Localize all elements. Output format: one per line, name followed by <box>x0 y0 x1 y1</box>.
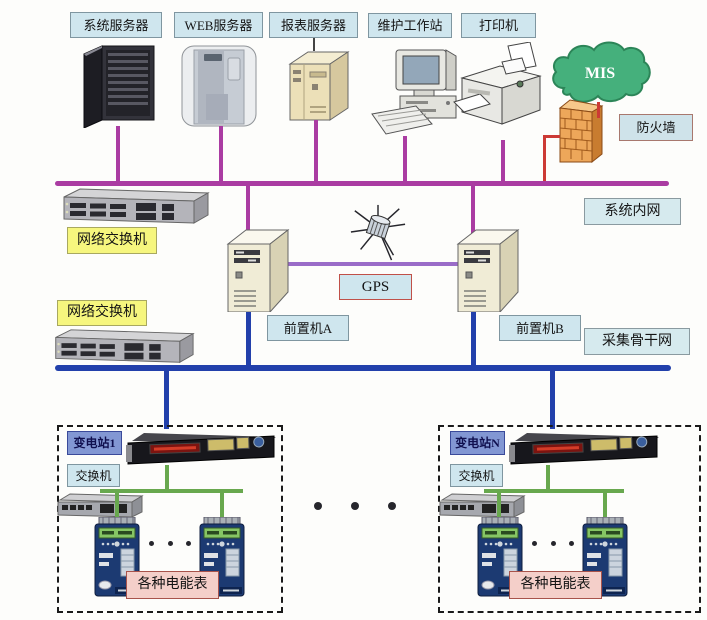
link-system-server <box>116 126 120 183</box>
small-switch-icon <box>438 492 526 519</box>
link-firewall-bus <box>543 135 546 183</box>
cloud-icon: MIS <box>546 36 654 106</box>
label-maintenance-workstation: 维护工作站 <box>368 13 452 38</box>
ellipsis-dot <box>186 540 191 546</box>
report-server-icon <box>282 50 350 122</box>
network-switch-label-bottom: 网络交换机 <box>57 300 147 326</box>
firewall-icon <box>556 96 606 168</box>
firewall-label: 防火墙 <box>619 114 693 141</box>
gps-label: GPS <box>339 274 412 300</box>
lan-meter-drop-1a <box>115 493 119 519</box>
tower-server-icon <box>456 226 522 312</box>
substation-1-box <box>57 425 283 613</box>
link-bus-frontend-a <box>246 186 250 236</box>
substation-1-label: 变电站1 <box>67 431 122 455</box>
intranet-label: 系统内网 <box>584 198 681 225</box>
link-bus-frontend-b <box>471 186 475 236</box>
link-printer <box>501 140 505 183</box>
report-server-label-connector <box>313 38 315 51</box>
backbone-bus <box>55 365 671 371</box>
substation-n-switch-label: 交换机 <box>450 464 503 487</box>
label-printer: 打印机 <box>461 13 536 38</box>
stations-ellipsis <box>314 500 396 512</box>
collector-rack-icon <box>124 431 276 467</box>
link-workstation <box>403 136 407 183</box>
link-frontend-a-b <box>288 262 466 266</box>
ellipsis-dot <box>532 540 537 546</box>
substation-n-meters-label: 各种电能表 <box>509 571 602 599</box>
web-server-icon <box>180 44 258 128</box>
network-switch-label-top: 网络交换机 <box>67 227 157 254</box>
intranet-bus <box>55 181 669 186</box>
link-cloud-firewall <box>597 102 600 118</box>
link-frontend-a-backbone <box>246 305 251 366</box>
ellipsis-dot <box>388 502 396 510</box>
link-firewall-elbow <box>543 135 560 138</box>
meters-ellipsis-n <box>532 538 574 548</box>
lan-bus-n <box>484 489 624 493</box>
ellipsis-dot <box>167 540 173 546</box>
lan-collector-drop-n <box>546 465 550 491</box>
lan-bus-1 <box>100 489 243 493</box>
collector-rack-icon <box>507 431 659 467</box>
lan-meter-drop-na <box>497 493 501 519</box>
printer-icon <box>452 42 548 142</box>
lan-collector-drop-1 <box>165 465 169 491</box>
lan-meter-drop-nb <box>603 493 607 519</box>
substation-1-meters-label: 各种电能表 <box>126 571 219 599</box>
satellite-icon <box>348 203 408 261</box>
label-system-server: 系统服务器 <box>70 12 162 38</box>
substation-n-label: 变电站N <box>450 431 505 455</box>
substation-1-switch-label: 交换机 <box>67 464 120 487</box>
label-report-server: 报表服务器 <box>269 12 358 38</box>
workstation-icon <box>370 48 466 138</box>
link-web-server <box>219 126 223 183</box>
backbone-label: 采集骨干网 <box>584 328 690 355</box>
link-backbone-substation-n <box>550 371 555 429</box>
lan-meter-drop-1b <box>220 493 224 519</box>
link-report-server <box>314 120 318 183</box>
meters-ellipsis-1 <box>149 538 191 548</box>
ellipsis-dot <box>351 502 359 510</box>
rack-switch-icon <box>58 187 210 227</box>
ellipsis-dot <box>569 540 574 546</box>
frontend-a-label: 前置机A <box>267 315 349 341</box>
mis-cloud-label: MIS <box>585 65 615 82</box>
tower-server-icon <box>226 226 292 312</box>
rack-switch-icon <box>50 327 195 367</box>
ellipsis-dot <box>550 540 556 546</box>
link-backbone-substation-1 <box>164 371 169 429</box>
frontend-b-label: 前置机B <box>499 315 581 341</box>
ellipsis-dot <box>149 540 154 546</box>
label-web-server: WEB服务器 <box>174 12 263 38</box>
server-cabinet-icon <box>82 44 156 128</box>
ellipsis-dot <box>314 502 322 510</box>
small-switch-icon <box>56 492 144 519</box>
substation-n-box <box>438 425 701 613</box>
link-frontend-b-backbone <box>471 305 476 366</box>
